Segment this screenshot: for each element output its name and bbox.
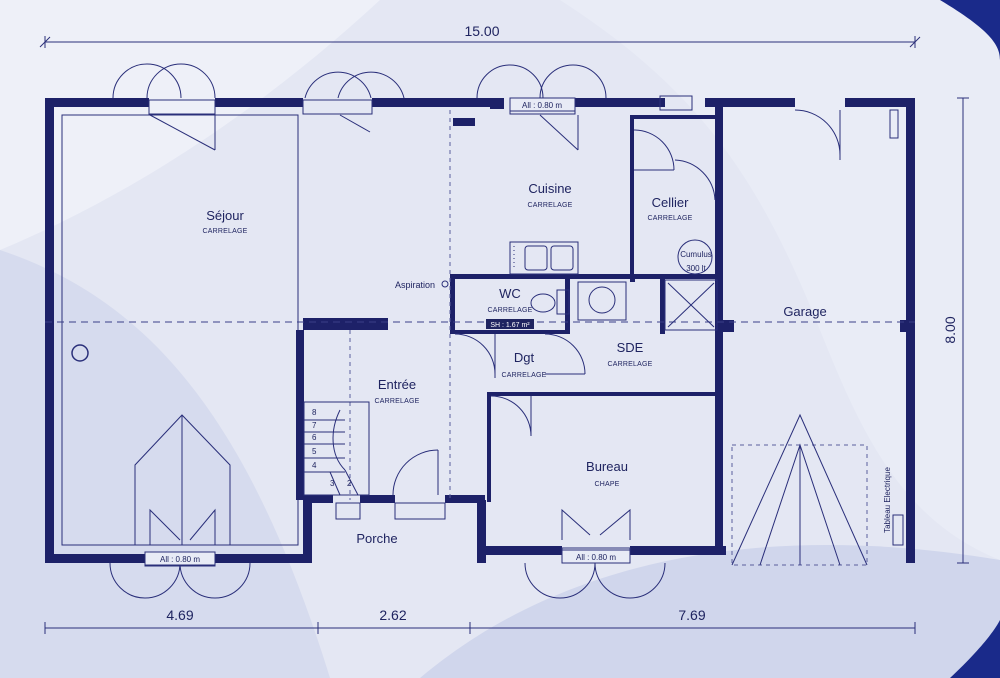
room-cellier-name: Cellier <box>652 195 690 210</box>
cumulus-capacity-label: 300 lt <box>686 264 706 273</box>
exterior-walls <box>45 95 915 567</box>
room-dgt-name: Dgt <box>514 350 535 365</box>
allege-top-box <box>509 97 576 112</box>
interior-walls <box>296 98 908 548</box>
washbasin-icon <box>577 281 627 321</box>
bottom-dim-3: 7.69 <box>678 607 705 623</box>
room-sejour-floor: CARRELAGE <box>203 228 248 235</box>
stair-step-4: 4 <box>312 461 317 470</box>
staircase <box>303 401 370 496</box>
room-porche-name: Porche <box>356 531 397 546</box>
tableau-electrique-label: Tableau Electrique <box>883 467 892 533</box>
stair-step-8: 8 <box>312 408 317 417</box>
stair-step-2: 2 <box>347 479 352 488</box>
room-wc-name: WC <box>499 286 521 301</box>
allege-bottom-right-label: All : 0.80 m <box>576 553 616 562</box>
room-sejour-name: Séjour <box>206 208 244 223</box>
allege-bottom-left-label: All : 0.80 m <box>160 555 200 564</box>
room-cellier-floor: CARRELAGE <box>648 215 693 222</box>
room-dgt-floor: CARRELAGE <box>502 372 547 379</box>
cumulus-label: Cumulus <box>680 250 712 259</box>
dimension-lines <box>39 36 969 634</box>
stair-step-7: 7 <box>312 421 317 430</box>
total-width-label: 15.00 <box>464 23 499 39</box>
stair-step-5: 5 <box>312 447 317 456</box>
bottom-dim-1: 4.69 <box>166 607 193 623</box>
room-wc-floor: CARRELAGE <box>488 307 533 314</box>
allege-top-label: All : 0.80 m <box>522 101 562 110</box>
room-bureau-floor: CHAPE <box>594 481 619 488</box>
room-bureau-name: Bureau <box>586 459 628 474</box>
room-entree-floor: CARRELAGE <box>375 398 420 405</box>
wc-surface-badge <box>486 319 534 329</box>
allege-bottom-left-box <box>144 551 216 566</box>
room-cuisine-name: Cuisine <box>528 181 571 196</box>
allege-bottom-right-box <box>561 549 631 564</box>
wc-surface-note: SH : 1.67 m² <box>490 322 530 329</box>
shower-icon <box>664 279 718 331</box>
stair-step-3: 3 <box>330 479 335 488</box>
cumulus-icon <box>677 239 713 275</box>
room-sde-name: SDE <box>617 340 644 355</box>
room-entree-name: Entrée <box>378 377 416 392</box>
toilet-icon <box>530 289 570 315</box>
bottom-dim-2: 2.62 <box>379 607 406 623</box>
room-garage-name: Garage <box>783 304 826 319</box>
aspiration-icon <box>441 280 449 288</box>
kitchen-sink <box>509 241 579 275</box>
stair-step-6: 6 <box>312 433 317 442</box>
door-swings <box>109 63 904 599</box>
sejour-outlet-icon <box>71 344 89 362</box>
room-cuisine-floor: CARRELAGE <box>528 202 573 209</box>
room-sde-floor: CARRELAGE <box>608 361 653 368</box>
aspiration-label: Aspiration <box>395 280 435 290</box>
total-depth-label: 8.00 <box>942 316 958 343</box>
